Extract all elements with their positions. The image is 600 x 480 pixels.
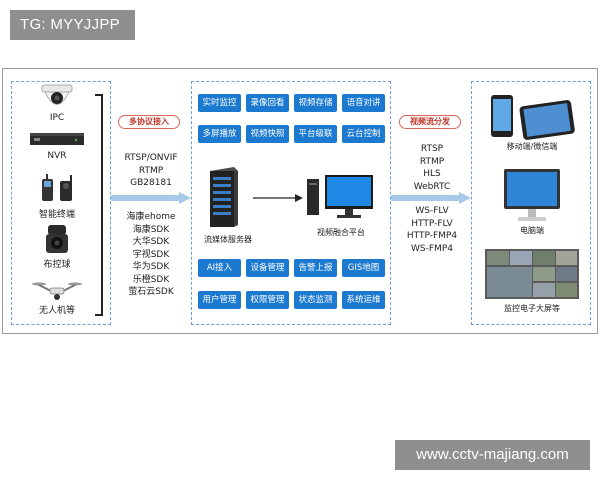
computer-monitor-icon (307, 175, 373, 218)
video-wall-icon (485, 249, 579, 299)
func-playback: 录像回看 (246, 94, 289, 112)
client-label: 移动端/微信端 (506, 142, 558, 151)
device-terminal: 智能终端 (15, 173, 99, 220)
func-multi-screen: 多屏播放 (198, 125, 241, 143)
sdk-list: 海康ehome 海康SDK 大华SDK 宇视SDK 华为SDK 乐橙SDK 萤石… (113, 211, 189, 299)
output-protocols-b: WS-FLV HTTP-FLV HTTP-FMP4 WS-FMP4 (395, 205, 469, 255)
func-ptz: 云台控制 (342, 125, 385, 143)
sdk-item: 华为SDK (132, 262, 170, 272)
func-permission: 权限管理 (246, 291, 289, 309)
client-mobile: 移动端/微信端 (477, 93, 587, 152)
device-drone: 无人机等 (15, 279, 99, 316)
handheld-terminal-icon (42, 174, 72, 201)
protocol-item: WebRTC (413, 181, 451, 192)
architecture-diagram: IPC NVR 智能终端 布控球 (2, 68, 598, 334)
protocol-item: HTTP-FLV (411, 218, 453, 229)
dome-camera-icon (41, 84, 73, 105)
right-arrow-icon (391, 192, 471, 204)
func-ai: AI接入 (198, 259, 241, 277)
protocol-item: WS-FLV (415, 206, 449, 216)
multi-protocol-label: 多协议接入 (118, 115, 180, 129)
device-label: 无人机等 (38, 306, 75, 316)
device-label: 智能终端 (38, 210, 75, 220)
server-rack-icon (210, 167, 238, 227)
protocol-item: RTSP (420, 144, 444, 154)
sdk-item: 萤石云SDK (128, 287, 174, 297)
func-alarm: 告警上报 (294, 259, 337, 277)
right-arrow-icon (111, 192, 191, 204)
func-status: 状态监测 (294, 291, 337, 309)
protocol-item: HLS (423, 169, 441, 179)
output-protocols-a: RTSP RTMP HLS WebRTC (395, 143, 469, 193)
client-bigscreen: 监控电子大屏等 (477, 249, 587, 314)
watermark: www.cctv-majiang.com (395, 440, 590, 470)
func-ops: 系统运维 (342, 291, 385, 309)
device-label: IPC (49, 113, 65, 123)
phone-tablet-icon (491, 95, 575, 140)
sdk-item: 宇视SDK (132, 249, 170, 260)
func-gis: GIS地图 (342, 259, 385, 277)
stream-distribution-label: 视频流分发 (399, 115, 461, 129)
client-group (471, 81, 591, 325)
sdk-item: 海康SDK (132, 224, 170, 235)
sdk-item: 海康ehome (126, 212, 176, 222)
protocol-item: GB28181 (130, 178, 172, 188)
func-intercom: 语音对讲 (342, 94, 385, 112)
drone-icon (32, 282, 82, 300)
device-group (11, 81, 111, 325)
sdk-item: 乐橙SDK (132, 274, 170, 285)
device-label: 布控球 (43, 260, 71, 270)
func-storage: 视频存储 (294, 94, 337, 112)
protocol-item: RTMP (138, 165, 164, 176)
input-protocols: RTSP/ONVIF RTMP GB28181 (113, 152, 189, 190)
client-pc: 电脑端 (477, 167, 587, 236)
protocol-item: HTTP-FMP4 (406, 231, 458, 241)
server-label: 流媒体服务器 (204, 235, 252, 244)
arrow-right-thin-icon (253, 194, 303, 202)
device-nvr: NVR (15, 129, 99, 161)
sdk-item: 大华SDK (132, 237, 170, 247)
device-ball: 布控球 (15, 223, 99, 270)
platform-group (191, 81, 391, 325)
device-ipc: IPC (15, 83, 99, 123)
func-live-monitor: 实时监控 (198, 94, 241, 112)
device-bracket (95, 94, 103, 316)
func-device-mgmt: 设备管理 (246, 259, 289, 277)
func-snapshot: 视频快照 (246, 125, 289, 143)
client-label: 电脑端 (520, 226, 544, 235)
func-cascade: 平台级联 (294, 125, 337, 143)
tg-tag: TG: MYYJJPP (10, 10, 135, 40)
protocol-item: WS-FMP4 (411, 243, 453, 254)
deploy-ball-camera-icon (46, 225, 68, 253)
client-label: 监控电子大屏等 (504, 304, 560, 313)
platform-label: 视频融合平台 (317, 228, 365, 237)
protocol-item: RTMP (419, 156, 445, 167)
desktop-monitor-icon (504, 169, 560, 221)
func-user-mgmt: 用户管理 (198, 291, 241, 309)
nvr-recorder-icon (30, 133, 84, 145)
device-label: NVR (47, 151, 67, 161)
protocol-item: RTSP/ONVIF (124, 153, 178, 163)
